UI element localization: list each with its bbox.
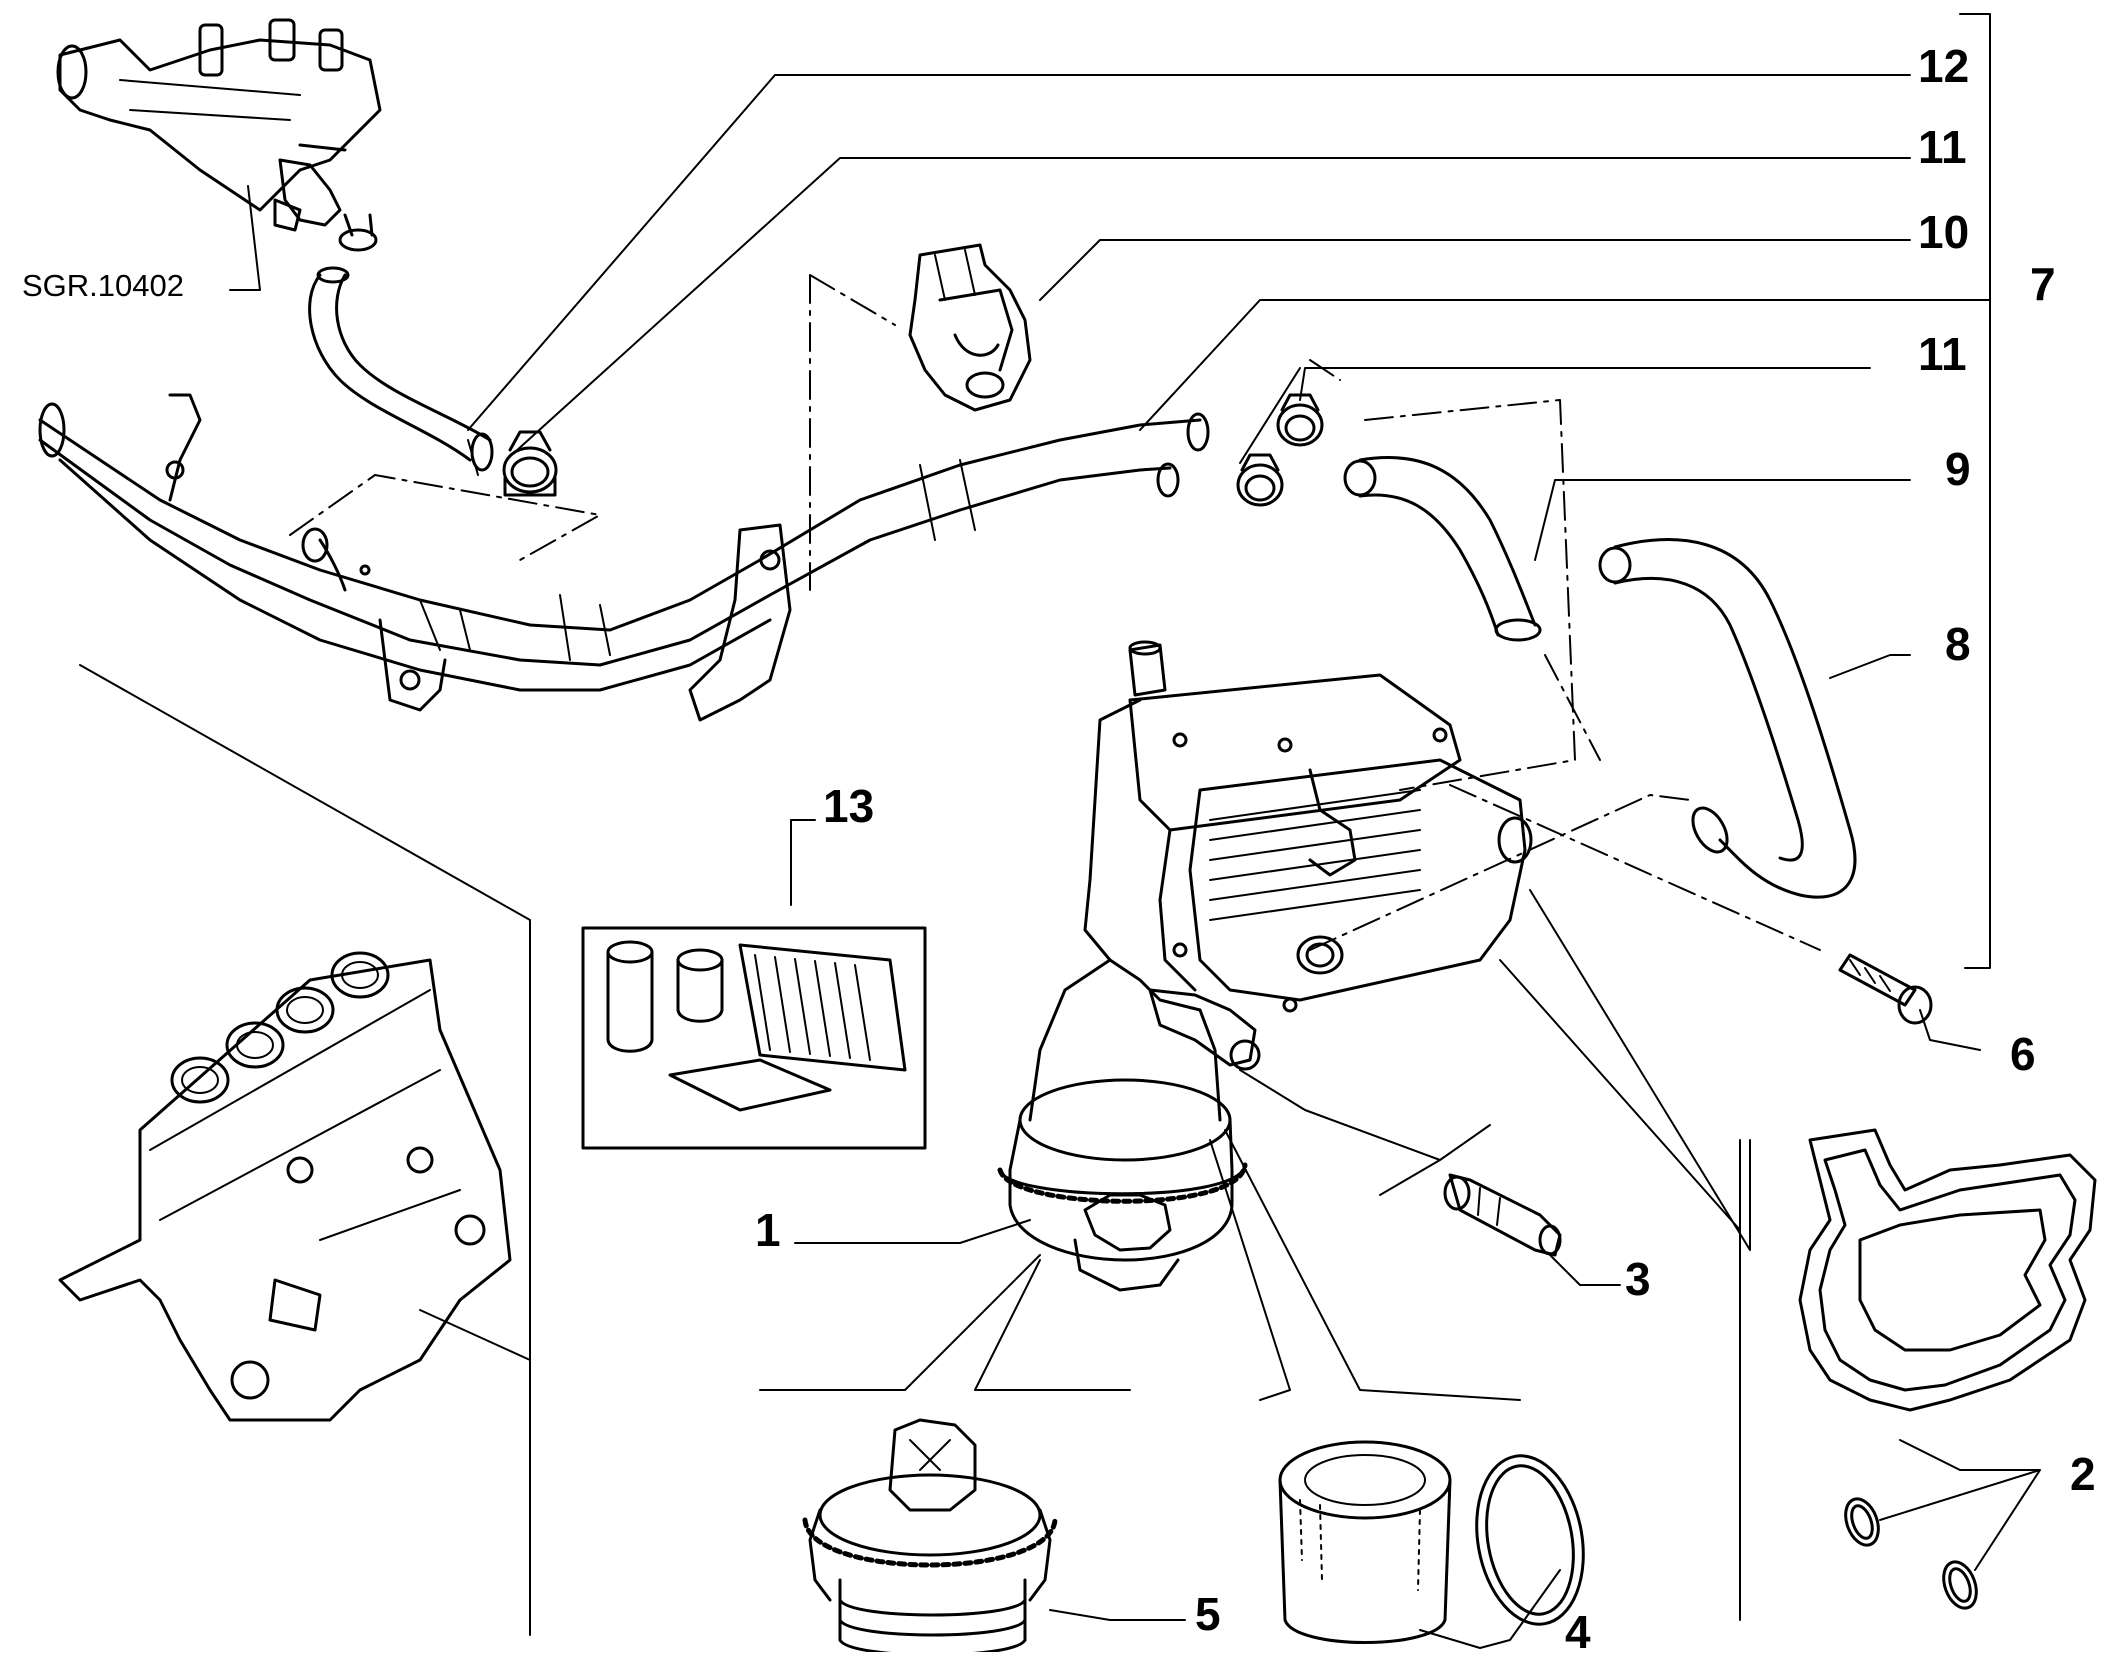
clamp-11-left xyxy=(502,430,558,497)
callout-1: 1 xyxy=(755,1204,781,1256)
hose-9 xyxy=(1343,456,1542,642)
sensor-3 xyxy=(1443,1173,1562,1257)
callout-8: 8 xyxy=(1945,618,1971,670)
callout-13: 13 xyxy=(823,780,874,832)
bolt-6 xyxy=(1838,953,1933,1025)
callout-11-lower: 11 xyxy=(1918,328,1967,380)
bracket-clip-10 xyxy=(908,243,1032,412)
callout-7: 7 xyxy=(2030,258,2056,310)
o-ring-2a xyxy=(1844,1497,1880,1547)
filter-cap-5 xyxy=(802,1418,1058,1657)
filter-seal-4 xyxy=(1475,1454,1585,1626)
hose-12 xyxy=(308,266,494,476)
frame-lines xyxy=(79,13,1991,1636)
callout-10: 10 xyxy=(1918,206,1969,258)
callout-9: 9 xyxy=(1945,443,1971,495)
leader-lines xyxy=(467,74,2041,1649)
callout-11-upper: 11 xyxy=(1918,121,1967,173)
reference-leader xyxy=(229,185,261,291)
callout-4: 4 xyxy=(1565,1606,1591,1652)
callout-5: 5 xyxy=(1195,1588,1221,1640)
oil-cooler-filter-housing xyxy=(997,640,1533,1292)
callout-12: 12 xyxy=(1918,40,1969,92)
clamp-11-right-a xyxy=(1276,393,1324,447)
reference-label: SGR.10402 xyxy=(22,268,184,303)
callout-3: 3 xyxy=(1625,1253,1651,1305)
coolant-pipe-7 xyxy=(38,393,1210,722)
clamp-11-right-b xyxy=(1236,453,1284,507)
thermostat-housing xyxy=(56,18,382,252)
callout-6: 6 xyxy=(2010,1028,2036,1080)
filter-kit-13 xyxy=(581,926,927,1150)
o-ring-2b xyxy=(1942,1560,1978,1610)
gasket-2 xyxy=(1798,1128,2097,1412)
engine-block xyxy=(58,951,512,1422)
assembly-lines xyxy=(289,274,1821,951)
hose-8 xyxy=(1598,538,1857,899)
callout-labels: 12 11 10 7 11 9 8 6 13 1 3 2 5 4 xyxy=(755,40,2096,1657)
callout-2: 2 xyxy=(2070,1448,2096,1500)
filter-element-4 xyxy=(1278,1440,1452,1644)
